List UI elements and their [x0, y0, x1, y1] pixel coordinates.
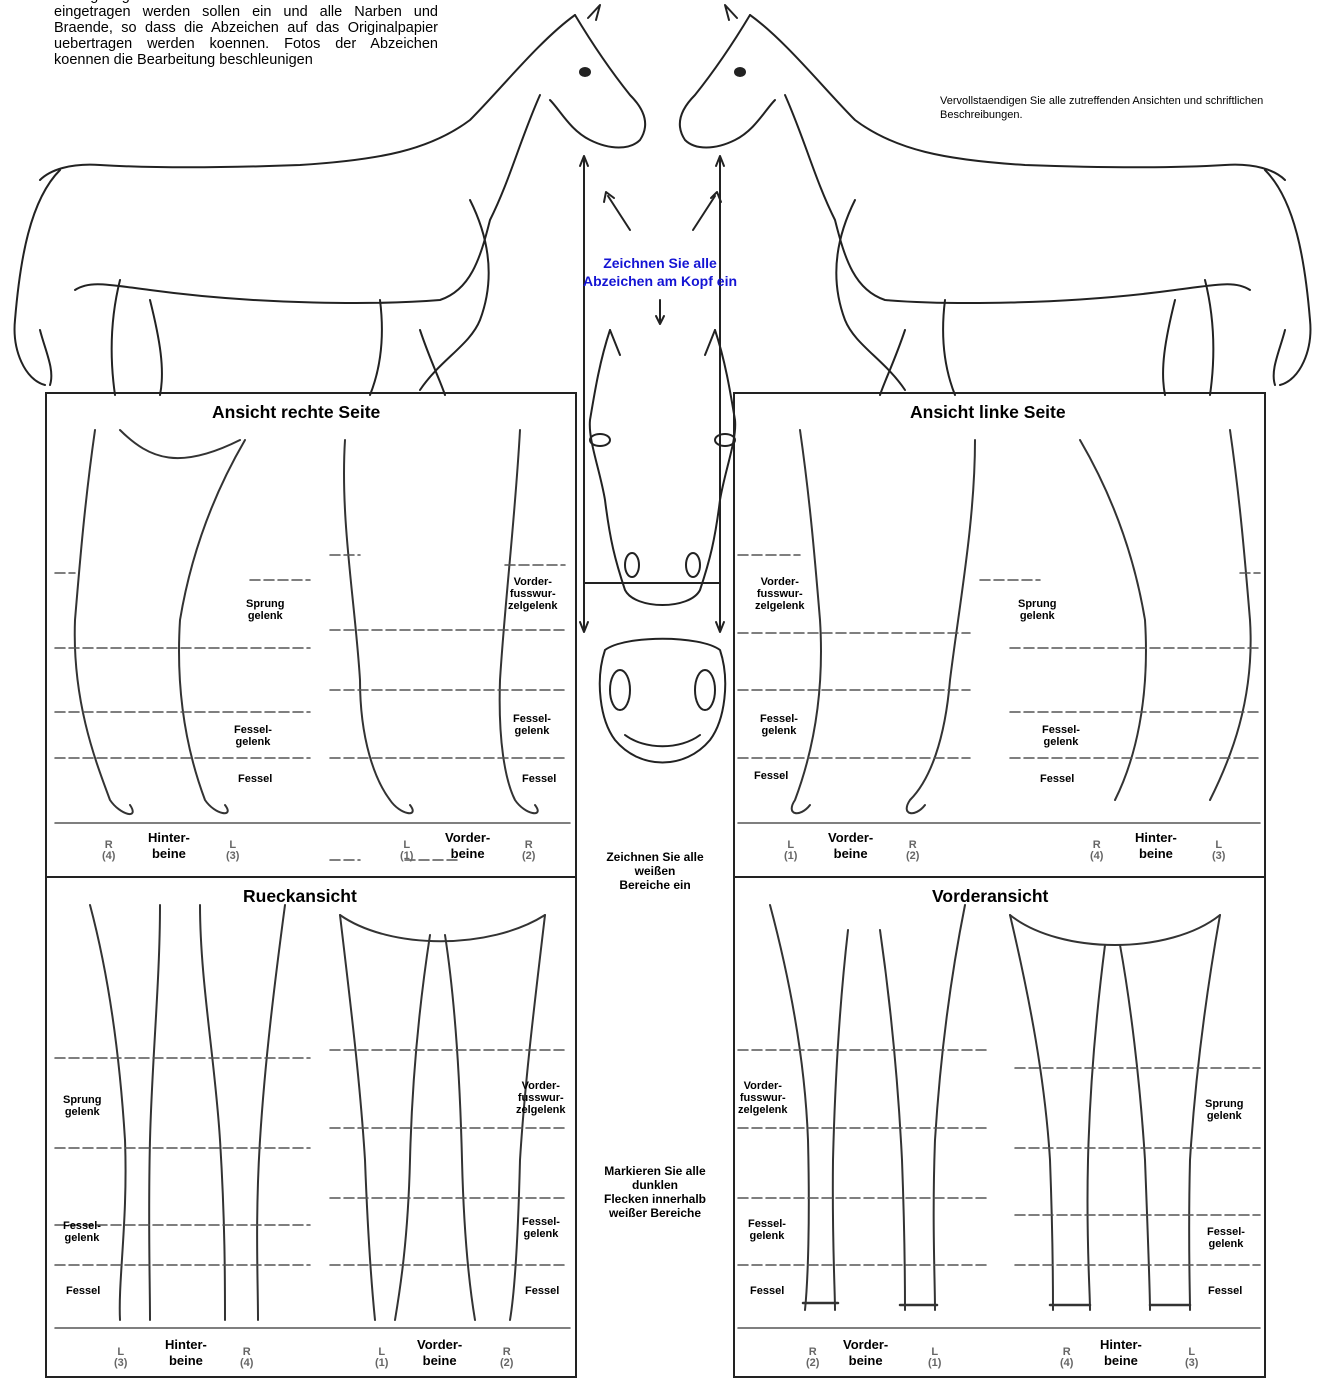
right-horse-neck	[785, 95, 1250, 303]
panel-left-side	[733, 392, 1266, 878]
leg-code: L (1)	[784, 840, 797, 862]
label-fetlock: Fessel- gelenk	[63, 1220, 101, 1244]
leg-code: L (1)	[400, 840, 413, 862]
group-hind-legs: Hinter- beine	[1135, 830, 1177, 862]
leg-code: R (2)	[500, 1347, 513, 1369]
label-pastern: Fessel	[66, 1285, 100, 1297]
leg-code: R (4)	[1090, 840, 1103, 862]
left-horse-neck	[75, 95, 540, 303]
panel-title-right-side: Ansicht rechte Seite	[212, 402, 380, 423]
label-fetlock: Fessel- gelenk	[513, 713, 551, 737]
instructions-left: durchgezogener dunkler Linien alle Abzei…	[54, 0, 438, 68]
leg-code: L (3)	[1185, 1347, 1198, 1369]
right-horse-head	[680, 15, 775, 148]
panel-title-rear: Rueckansicht	[243, 886, 357, 907]
panel-right-side	[45, 392, 577, 878]
label-pastern: Fessel	[1040, 773, 1074, 785]
left-horse-head	[550, 15, 645, 148]
leg-code: R (4)	[1060, 1347, 1073, 1369]
label-hock: Sprung gelenk	[1205, 1098, 1244, 1122]
label-knee: Vorder- fusswur- zelgelenk	[755, 576, 805, 612]
muzzle	[600, 639, 725, 763]
group-fore-legs: Vorder- beine	[417, 1337, 462, 1369]
left-horse-tail	[15, 170, 60, 385]
leg-code: L (3)	[114, 1347, 127, 1369]
leg-code: L (1)	[928, 1347, 941, 1369]
leg-code: R (4)	[102, 840, 115, 862]
label-fetlock: Fessel- gelenk	[234, 724, 272, 748]
group-hind-legs: Hinter- beine	[165, 1337, 207, 1369]
right-horse-tail	[1265, 170, 1310, 385]
panel-rear	[45, 876, 577, 1378]
label-pastern: Fessel	[525, 1285, 559, 1297]
leg-code: L (1)	[375, 1347, 388, 1369]
label-pastern: Fessel	[238, 773, 272, 785]
panel-title-left-side: Ansicht linke Seite	[910, 402, 1066, 423]
leg-code: R (2)	[806, 1347, 819, 1369]
label-pastern: Fessel	[1208, 1285, 1242, 1297]
leg-code: L (3)	[226, 840, 239, 862]
group-hind-legs: Hinter- beine	[148, 830, 190, 862]
dark-spots-note: Markieren Sie alle dunklen Flecken inner…	[580, 1164, 730, 1220]
label-pastern: Fessel	[522, 773, 556, 785]
label-hock: Sprung gelenk	[1018, 598, 1057, 622]
group-hind-legs: Hinter- beine	[1100, 1337, 1142, 1369]
leg-code: R (2)	[906, 840, 919, 862]
label-hock: Sprung gelenk	[246, 598, 285, 622]
label-fetlock: Fessel- gelenk	[760, 713, 798, 737]
label-pastern: Fessel	[754, 770, 788, 782]
group-fore-legs: Vorder- beine	[445, 830, 490, 862]
panel-front	[733, 876, 1266, 1378]
label-fetlock: Fessel- gelenk	[1207, 1226, 1245, 1250]
head-note: Zeichnen Sie alle Abzeichen am Kopf ein	[540, 254, 780, 290]
center-head	[590, 330, 735, 605]
leg-code: L (3)	[1212, 840, 1225, 862]
label-pastern: Fessel	[750, 1285, 784, 1297]
label-knee: Vorder- fusswur- zelgelenk	[738, 1080, 788, 1116]
leg-code: R (4)	[240, 1347, 253, 1369]
label-fetlock: Fessel- gelenk	[1042, 724, 1080, 748]
label-fetlock: Fessel- gelenk	[522, 1216, 560, 1240]
instructions-right: Vervollstaendigen Sie alle zutreffenden …	[940, 94, 1270, 122]
label-knee: Vorder- fusswur- zelgelenk	[508, 576, 558, 612]
white-areas-note: Zeichnen Sie alle weißen Bereiche ein	[580, 850, 730, 892]
label-knee: Vorder- fusswur- zelgelenk	[516, 1080, 566, 1116]
label-hock: Sprung gelenk	[63, 1094, 102, 1118]
panel-title-front: Vorderansicht	[932, 886, 1048, 907]
group-fore-legs: Vorder- beine	[828, 830, 873, 862]
label-fetlock: Fessel- gelenk	[748, 1218, 786, 1242]
group-fore-legs: Vorder- beine	[843, 1337, 888, 1369]
leg-code: R (2)	[522, 840, 535, 862]
